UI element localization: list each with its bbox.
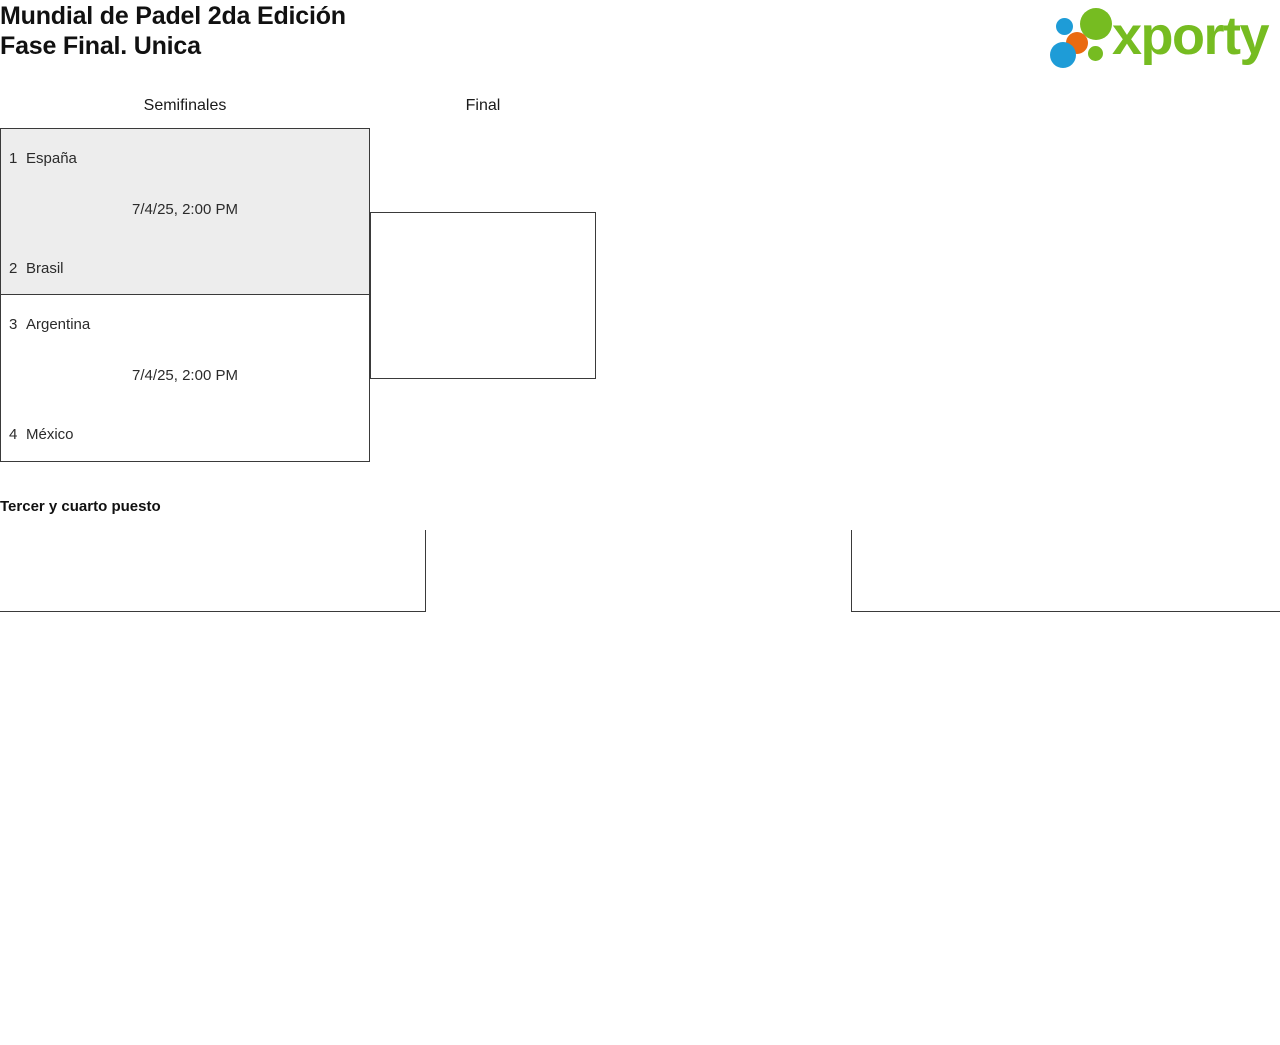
round-header-final: Final: [465, 97, 501, 114]
tournament-phase: Fase Final. Unica: [0, 31, 201, 60]
logo-dot-green-large-icon: [1080, 8, 1112, 40]
match-card-third-place-right[interactable]: [851, 530, 1280, 612]
round-header-semifinals: Semifinales: [143, 97, 227, 114]
team-name: Brasil: [26, 259, 64, 277]
team-name: Argentina: [26, 315, 91, 333]
semifinals-column: 1 España 7/4/25, 2:00 PM 2 Brasil 3 Arge…: [0, 128, 370, 462]
match-card-sf1[interactable]: 1 España 7/4/25, 2:00 PM 2 Brasil: [0, 128, 370, 295]
match-datetime: 7/4/25, 2:00 PM: [132, 201, 238, 218]
third-place-title: Tercer y cuarto puesto: [0, 498, 161, 515]
team-seed: 3: [9, 315, 18, 333]
team-seed: 2: [9, 259, 18, 277]
logo-dot-blue-large-icon: [1050, 42, 1076, 68]
logo-dot-blue-small-icon: [1056, 18, 1073, 35]
match-card-final[interactable]: [370, 212, 596, 379]
page-title: Mundial de Padel 2da Edición Fase Final.…: [0, 2, 346, 61]
team-name: España: [26, 149, 77, 167]
match-team-row[interactable]: 1 España: [1, 145, 369, 171]
page-header: Mundial de Padel 2da Edición Fase Final.…: [0, 0, 1280, 78]
match-team-row[interactable]: [371, 229, 595, 255]
match-team-row[interactable]: 3 Argentina: [1, 311, 369, 337]
logo-dot-green-small-icon: [1088, 46, 1103, 61]
match-card-sf2[interactable]: 3 Argentina 7/4/25, 2:00 PM 4 México: [0, 295, 370, 462]
match-card-third-place-left[interactable]: [0, 530, 426, 612]
match-team-row[interactable]: 4 México: [1, 421, 369, 447]
team-seed: 1: [9, 149, 18, 167]
team-seed: 4: [9, 425, 18, 443]
tournament-name: Mundial de Padel 2da Edición: [0, 2, 346, 30]
match-datetime: 7/4/25, 2:00 PM: [132, 367, 238, 384]
logo-dots-icon: [1048, 4, 1114, 70]
team-name: México: [26, 425, 74, 443]
match-team-row[interactable]: 2 Brasil: [1, 255, 369, 281]
logo-wordmark: xporty: [1112, 6, 1270, 66]
match-team-row[interactable]: [371, 339, 595, 365]
xporty-logo[interactable]: xporty: [1048, 4, 1274, 70]
